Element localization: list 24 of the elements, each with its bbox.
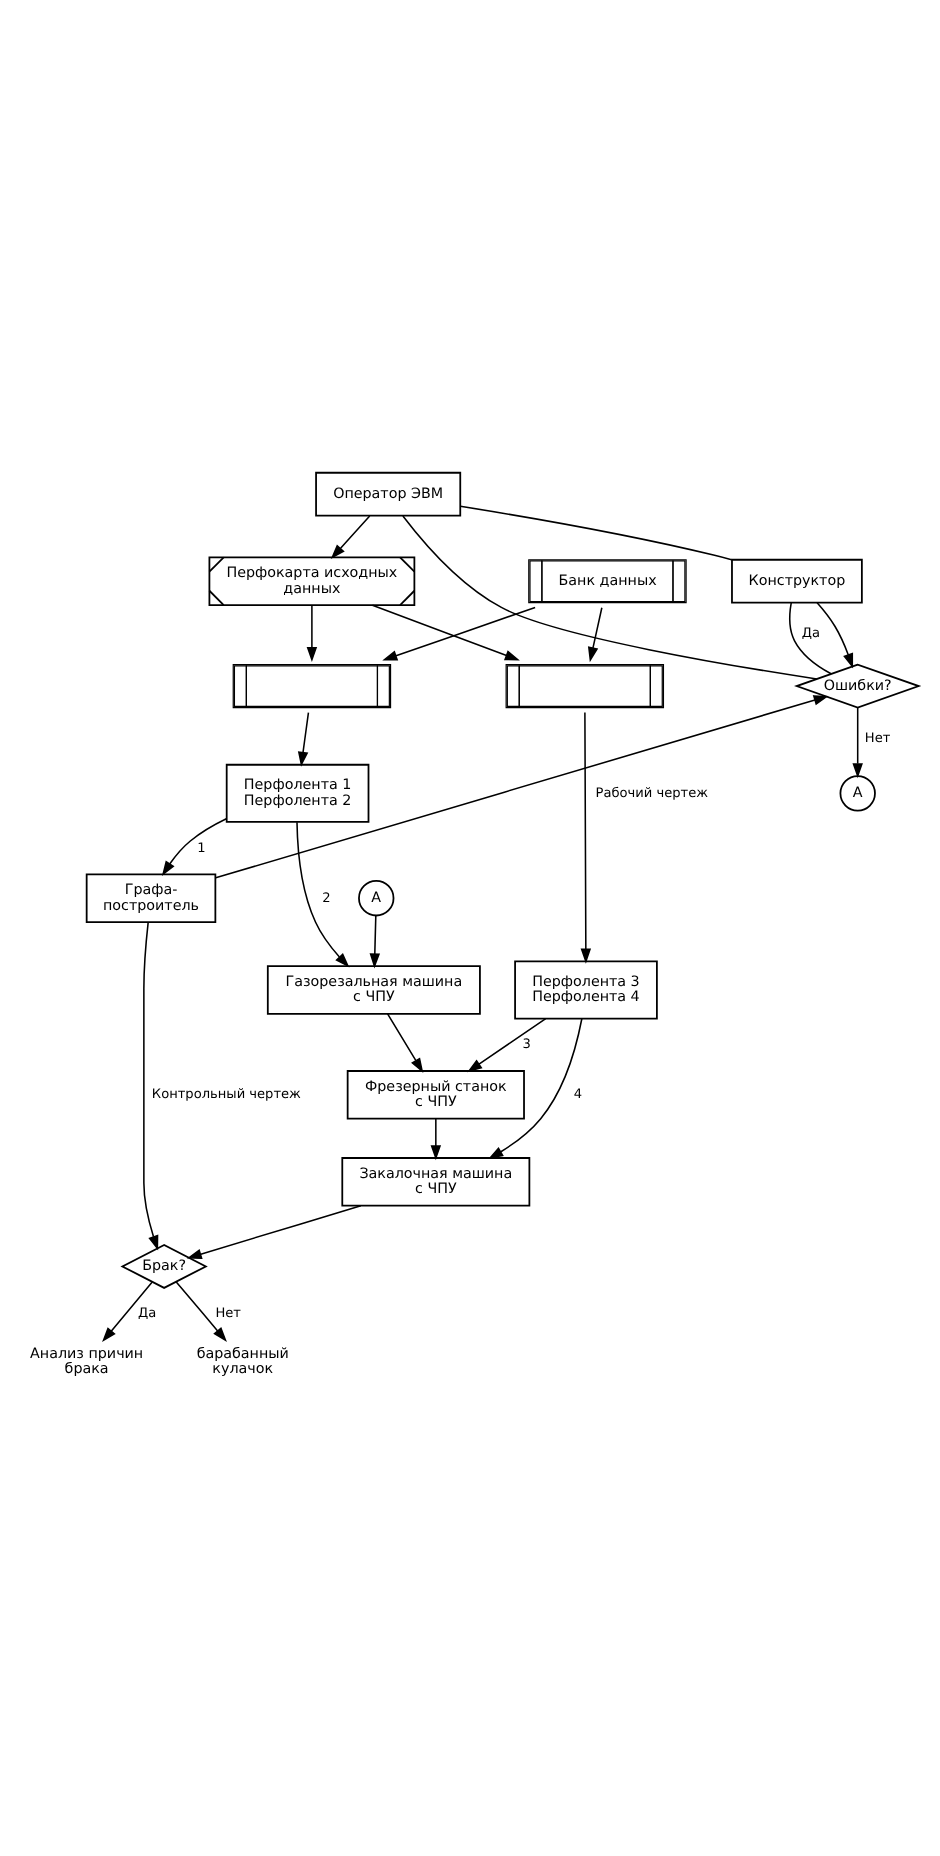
connector bbox=[788, 602, 832, 675]
arrow bbox=[175, 1281, 227, 1342]
arrow bbox=[587, 606, 603, 663]
arrow bbox=[488, 1017, 583, 1159]
arrow bbox=[852, 707, 863, 779]
connector bbox=[402, 515, 818, 680]
arrow bbox=[143, 921, 159, 1251]
arrow bbox=[214, 695, 829, 879]
arrow bbox=[297, 711, 310, 767]
arrow bbox=[382, 606, 536, 661]
arrow bbox=[430, 1117, 442, 1161]
arrow bbox=[161, 818, 228, 876]
arrow bbox=[369, 915, 381, 969]
arrow bbox=[102, 1281, 153, 1343]
arrow bbox=[816, 602, 854, 669]
connector bbox=[459, 505, 733, 561]
arrow bbox=[580, 711, 592, 964]
arrow bbox=[186, 1204, 362, 1260]
arrow bbox=[467, 1017, 547, 1073]
arrow bbox=[296, 821, 350, 968]
arrow bbox=[386, 1013, 424, 1073]
arrow bbox=[330, 515, 371, 560]
arrow bbox=[306, 604, 318, 663]
arrow bbox=[371, 604, 520, 661]
